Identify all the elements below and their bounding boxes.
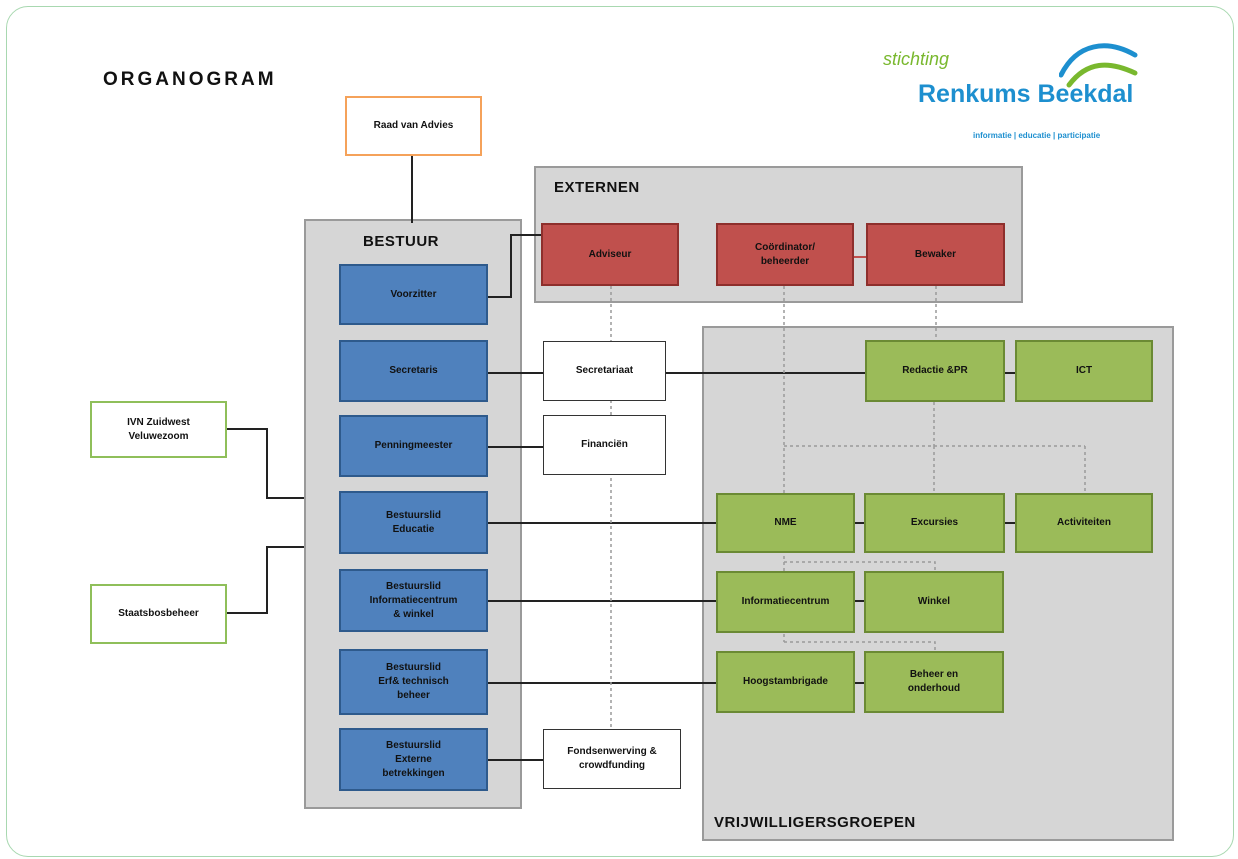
page-title: ORGANOGRAM (103, 69, 277, 90)
vrijwilligersgroepen-label: VRIJWILLIGERSGROEPEN (714, 814, 916, 831)
secretaris-box: Secretaris (339, 340, 488, 402)
adviseur-box: Adviseur (541, 223, 679, 286)
informatiecentrum-box: Informatiecentrum (716, 571, 855, 633)
logo: stichting Renkums Beekdal informatie | e… (883, 35, 1173, 155)
logo-tagline: informatie | educatie | participatie (973, 131, 1101, 140)
secretariaat-box: Secretariaat (543, 341, 666, 401)
financien-box: Financiën (543, 415, 666, 475)
beheer-onderhoud-box: Beheer en onderhoud (864, 651, 1004, 713)
fondsenwerving-box: Fondsenwerving & crowdfunding (543, 729, 681, 789)
activiteiten-box: Activiteiten (1015, 493, 1153, 553)
hoogstambrigade-box: Hoogstambrigade (716, 651, 855, 713)
ict-box: ICT (1015, 340, 1153, 402)
logo-name: Renkums Beekdal (918, 80, 1134, 108)
bestuurslid-erf-box: Bestuurslid Erf& technisch beheer (339, 649, 488, 715)
raad-van-advies-box: Raad van Advies (345, 96, 482, 156)
externen-label: EXTERNEN (554, 179, 640, 196)
bestuurslid-educatie-box: Bestuurslid Educatie (339, 491, 488, 554)
bestuurslid-informatiecentrum-box: Bestuurslid Informatiecentrum & winkel (339, 569, 488, 632)
ivn-box: IVN Zuidwest Veluwezoom (90, 401, 227, 458)
bestuurslid-externe-box: Bestuurslid Externe betrekkingen (339, 728, 488, 791)
penningmeester-box: Penningmeester (339, 415, 488, 477)
coordinator-box: Coördinator/ beheerder (716, 223, 854, 286)
bestuur-label: BESTUUR (363, 233, 440, 250)
excursies-box: Excursies (864, 493, 1005, 553)
redactie-pr-box: Redactie &PR (865, 340, 1005, 402)
staatsbosbeheer-box: Staatsbosbeheer (90, 584, 227, 644)
organogram-canvas: ORGANOGRAM stichting Renkums Beekdal inf… (65, 11, 1195, 853)
bewaker-box: Bewaker (866, 223, 1005, 286)
winkel-box: Winkel (864, 571, 1004, 633)
logo-wave-icon (1059, 43, 1138, 88)
voorzitter-box: Voorzitter (339, 264, 488, 325)
logo-prefix: stichting (883, 49, 950, 69)
nme-box: NME (716, 493, 855, 553)
organogram-frame: ORGANOGRAM stichting Renkums Beekdal inf… (6, 6, 1234, 857)
